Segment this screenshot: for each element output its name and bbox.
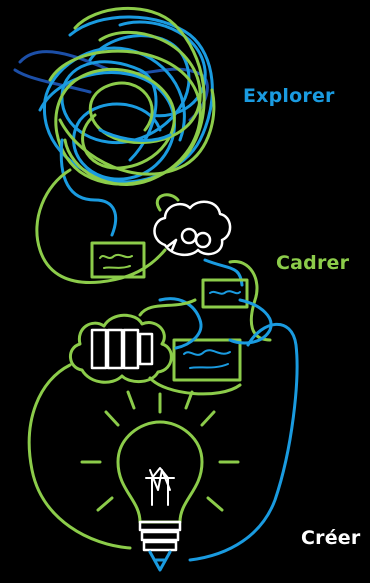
connector-line (148, 376, 242, 396)
connector-line (27, 363, 132, 550)
note-card-icon (201, 278, 249, 309)
thought-bubble-icon (153, 200, 232, 257)
label-cadrer: Cadrer (276, 252, 350, 274)
lightbulb-icon (80, 390, 240, 572)
connector-line (155, 193, 180, 212)
note-card-icon (172, 338, 242, 382)
connector-line (59, 138, 118, 237)
label-explorer: Explorer (243, 85, 335, 107)
cloud-icon (69, 313, 173, 384)
note-card-icon (90, 241, 146, 279)
connector-line (228, 298, 273, 345)
connector-line (158, 297, 203, 350)
connector-line (35, 168, 167, 285)
connector-line (138, 298, 197, 317)
label-creer: Créer (301, 527, 361, 549)
connector-line (188, 322, 299, 562)
tangled-scribble-icon (13, 7, 216, 186)
